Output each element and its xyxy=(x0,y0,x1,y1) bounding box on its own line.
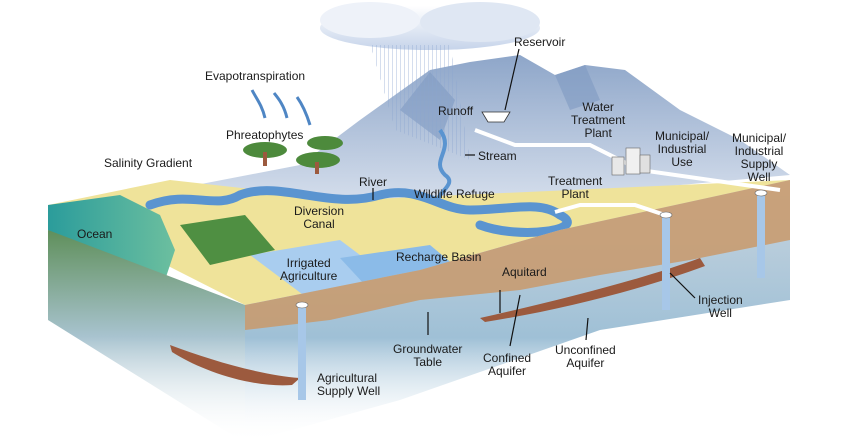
label-ocean: Ocean xyxy=(77,227,113,241)
label-supply-well-line2: Industrial xyxy=(734,144,784,158)
pipeline-lower xyxy=(554,203,666,217)
label-groundwater-table: Groundwater Table xyxy=(393,343,462,369)
label-wildlife-refuge: Wildlife Refuge xyxy=(414,187,495,201)
label-water-treatment-plant-line1: Water xyxy=(582,100,614,114)
label-evapotranspiration: Evapotranspiration xyxy=(205,69,306,83)
reservoir xyxy=(481,111,511,123)
label-diversion-canal: Diversion Canal xyxy=(294,205,344,231)
label-treatment-plant-line2: Plant xyxy=(561,187,589,201)
label-phreatophytes: Phreatophytes xyxy=(226,128,304,142)
label-supply-well-line3: Supply xyxy=(740,157,778,171)
label-confined-aquifer: Confined Aquifer xyxy=(483,352,531,378)
label-water-treatment-plant: Water Treatment Plant xyxy=(571,101,625,140)
label-injection-well-line1: Injection xyxy=(698,293,743,307)
label-confined-aquifer-line1: Confined xyxy=(483,351,532,365)
label-water-treatment-plant-line2: Treatment xyxy=(571,113,626,127)
land-surface xyxy=(48,180,790,305)
crop-field xyxy=(180,215,275,265)
pipeline-upper xyxy=(474,128,781,192)
clay-lens-left xyxy=(170,345,300,386)
river xyxy=(145,186,572,237)
soil-front-left xyxy=(48,230,245,443)
stream xyxy=(435,128,452,207)
label-unconfined-aquifer-line2: Aquifer xyxy=(566,356,605,370)
label-municipal-use: Municipal/ Industrial Use xyxy=(655,130,709,169)
label-diversion-canal-line1: Diversion xyxy=(294,204,345,218)
label-treatment-plant: Treatment Plant xyxy=(548,175,602,201)
leader-lines xyxy=(372,48,696,347)
injection-well xyxy=(659,211,673,310)
label-injection-well: Injection Well xyxy=(698,294,743,320)
label-aquitard: Aquitard xyxy=(502,265,547,279)
label-irrigated-agriculture-line2: Agriculture xyxy=(280,269,338,283)
label-groundwater-table-line1: Groundwater xyxy=(393,342,463,356)
label-municipal-supply-well: Municipal/ Industrial Supply Well xyxy=(732,132,786,184)
label-confined-aquifer-line2: Aquifer xyxy=(488,364,527,378)
label-treatment-plant-line1: Treatment xyxy=(548,174,603,188)
ag-supply-well xyxy=(295,301,309,400)
mountain-range xyxy=(170,55,790,215)
soil-layer xyxy=(245,180,790,330)
municipal-buildings xyxy=(611,147,651,176)
municipal-supply-well xyxy=(754,189,768,278)
label-municipal-use-line2: Industrial xyxy=(657,142,707,156)
label-supply-well-line4: Well xyxy=(747,170,771,184)
aquitard-lens xyxy=(480,258,705,322)
ocean xyxy=(48,195,175,285)
label-diversion-canal-line2: Canal xyxy=(303,217,335,231)
label-reservoir: Reservoir xyxy=(514,35,566,49)
label-irrigated-agriculture-line1: Irrigated xyxy=(286,256,331,270)
label-water-treatment-plant-line3: Plant xyxy=(584,126,612,140)
label-unconfined-aquifer: Unconfined Aquifer xyxy=(555,344,616,370)
label-supply-well-line1: Municipal/ xyxy=(732,131,787,145)
label-municipal-use-line3: Use xyxy=(671,155,693,169)
label-agricultural-supply-well: Agricultural Supply Well xyxy=(317,372,380,398)
label-injection-well-line2: Well xyxy=(708,306,732,320)
label-unconfined-aquifer-line1: Unconfined xyxy=(555,343,616,357)
label-ag-supply-well-line2: Supply Well xyxy=(317,384,381,398)
label-groundwater-table-line2: Table xyxy=(413,355,443,369)
label-municipal-use-line1: Municipal/ xyxy=(655,129,710,143)
label-runoff: Runoff xyxy=(438,104,474,118)
label-river: River xyxy=(359,175,388,189)
recharge-basin xyxy=(340,245,460,285)
label-recharge-basin: Recharge Basin xyxy=(396,250,482,264)
label-ag-supply-well-line1: Agricultural xyxy=(317,371,378,385)
rainfall xyxy=(370,45,470,160)
label-stream: Stream xyxy=(478,149,517,163)
evapotranspiration-arrows xyxy=(250,89,312,126)
label-irrigated-agriculture: Irrigated Agriculture xyxy=(280,257,337,283)
phreatophyte-trees xyxy=(243,136,343,174)
label-salinity-gradient: Salinity Gradient xyxy=(104,156,193,170)
